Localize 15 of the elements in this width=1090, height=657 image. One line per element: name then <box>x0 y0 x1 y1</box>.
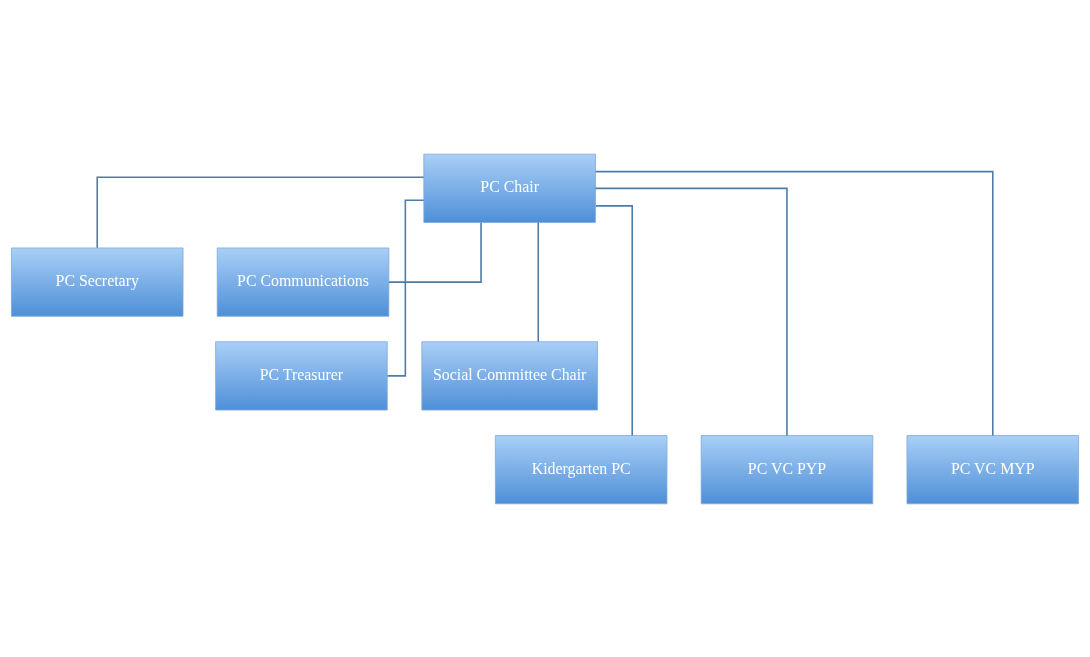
node-box: PC Treasurer <box>215 340 388 410</box>
node-box: PC VC MYP <box>906 434 1079 504</box>
node-box: Kidergarten PC <box>494 434 668 504</box>
connector <box>594 187 788 436</box>
node-box: Social Committee Chair <box>421 340 598 410</box>
connector <box>96 175 425 249</box>
node-box: PC Communications <box>216 247 390 317</box>
connector <box>388 221 482 283</box>
connector <box>386 198 425 377</box>
node-box: PC Secretary <box>11 247 184 317</box>
node-box: PC VC PYP <box>700 434 874 504</box>
connector <box>594 170 994 436</box>
connector <box>537 221 540 342</box>
node-box: PC Chair <box>423 153 596 223</box>
connector <box>594 204 633 436</box>
